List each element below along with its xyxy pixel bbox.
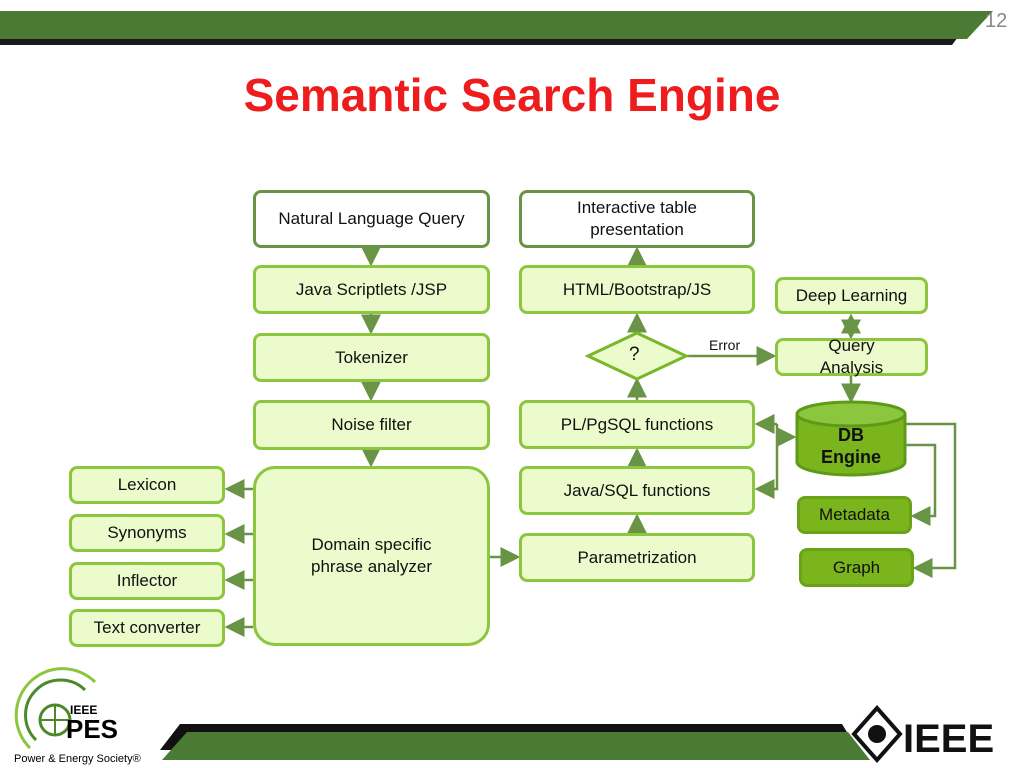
text-converter-box: Text converter [69, 609, 225, 647]
parametrization-box: Parametrization [519, 533, 755, 582]
top-band [0, 11, 993, 39]
domain-analyzer-box: Domain specific phrase analyzer [253, 466, 490, 646]
db-engine-label: DB Engine [820, 425, 881, 467]
svg-text:Power & Energy Society®: Power & Energy Society® [14, 753, 141, 765]
ieee-pes-logo: IEEE PES Power & Energy Society® [14, 667, 141, 765]
error-label: Error [709, 337, 741, 353]
java-sql-box: Java/SQL functions [519, 466, 755, 515]
tokenizer-box: Tokenizer [253, 333, 490, 382]
ieee-logo: IEEE [851, 704, 994, 764]
html-bootstrap-box: HTML/Bootstrap/JS [519, 265, 755, 314]
deep-learning-box: Deep Learning [775, 277, 928, 314]
java-scriptlets-box: Java Scriptlets /JSP [253, 265, 490, 314]
natural-language-query-box: Natural Language Query [253, 190, 490, 248]
decision-label: ? [629, 344, 640, 365]
metadata-box: Metadata [797, 496, 912, 534]
svg-text:IEEE: IEEE [903, 717, 994, 761]
slide-title: Semantic Search Engine [243, 69, 781, 121]
noise-filter-box: Noise filter [253, 400, 490, 450]
svg-text:PES: PES [66, 714, 118, 744]
db-engine-cylinder [795, 400, 907, 477]
page-number: 12 [985, 10, 1008, 32]
graph-box: Graph [799, 548, 914, 587]
lexicon-box: Lexicon [69, 466, 225, 504]
query-analysis-box: Query Analysis [775, 336, 928, 377]
plpgsql-box: PL/PgSQL functions [519, 400, 755, 449]
interactive-table-box: Interactive table presentation [519, 190, 755, 248]
inflector-box: Inflector [69, 562, 225, 600]
decision-diamond [584, 331, 690, 381]
synonyms-box: Synonyms [69, 514, 225, 552]
svg-text:IEEE: IEEE [70, 703, 97, 717]
bottom-band [162, 732, 870, 760]
